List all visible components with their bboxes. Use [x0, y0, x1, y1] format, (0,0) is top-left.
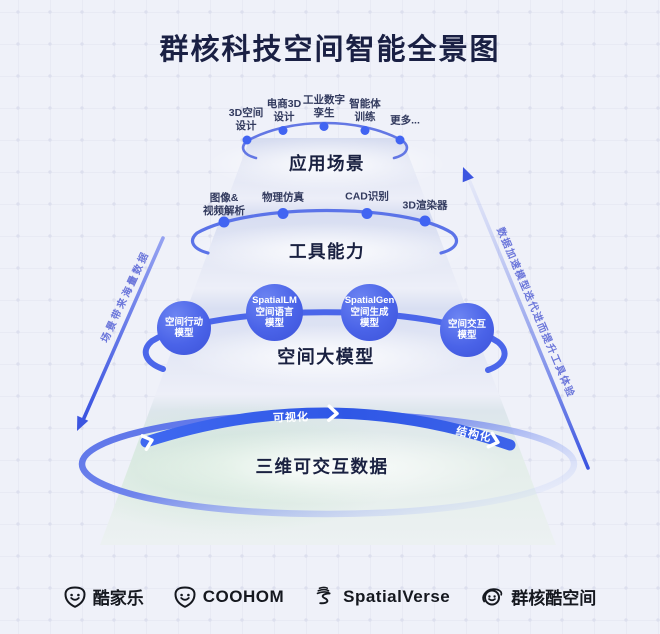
brand-kujiale-label: 酷家乐	[92, 589, 144, 608]
chevron-middle	[327, 404, 339, 423]
chevron-right	[486, 431, 500, 449]
tool-item-image-video: 图像& 视频解析	[203, 191, 245, 217]
footer-brands: 酷家乐 COOHOM SpatialVerse	[0, 584, 660, 609]
dot-physics-sim	[277, 208, 289, 219]
left-arrowhead	[77, 415, 89, 431]
band-models: 空间大模型	[277, 347, 375, 367]
dot-image-video	[218, 216, 230, 228]
tool-item-physics-sim: 物理仿真	[262, 191, 304, 204]
app-item-3d-space-design: 3D空间 设计	[228, 106, 264, 132]
dot-3d-renderer	[419, 215, 431, 227]
arc-applications	[241, 121, 409, 160]
dot-cad	[361, 208, 373, 219]
chevron-left	[140, 434, 154, 451]
right-arrow	[462, 167, 590, 470]
spatialverse-wave-icon	[316, 586, 331, 604]
app-item-agent-training: 智能体 训练	[349, 97, 381, 123]
dot-3d-space-design	[242, 135, 252, 145]
brand-qunhe: 群核酷空间	[480, 584, 596, 609]
kujiale-smiley-badge-icon	[64, 586, 86, 608]
dot-more	[395, 135, 405, 145]
band-applications: 应用场景	[289, 153, 365, 174]
glow-models	[176, 325, 476, 387]
right-arrowhead	[462, 167, 474, 183]
band-tools: 工具能力	[289, 241, 365, 262]
glow-data	[132, 430, 512, 504]
dot-industrial-twin	[319, 122, 329, 131]
glow-tools	[187, 223, 467, 279]
dot-ecommerce-3d	[278, 126, 288, 135]
band-data: 三维可交互数据	[255, 456, 389, 477]
dot-agent-training	[360, 126, 370, 135]
model-spatial-interaction: 空间交互 模型	[440, 303, 494, 357]
tag-visualized: 可视化	[272, 411, 310, 425]
model-spatial-action: 空间行动 模型	[157, 301, 211, 355]
data-flow-band	[140, 407, 516, 451]
app-item-ecommerce-3d: 电商3D 设计	[266, 97, 302, 123]
brand-coohom-label: COOHOM	[202, 586, 285, 606]
arc-tools	[190, 208, 459, 255]
brand-coohom: COOHOM	[174, 586, 284, 608]
brand-spatialverse: SpatialVerse	[314, 586, 450, 608]
model-spatialgen: SpatialGen 空间生成 模型	[341, 284, 398, 341]
page-title: 群核科技空间智能全景图	[159, 34, 501, 66]
arc-models	[142, 309, 508, 373]
tool-item-3d-renderer: 3D渲染器	[402, 199, 448, 212]
qunhe-orbit-smiley-icon	[482, 587, 503, 605]
tool-item-cad: CAD识别	[345, 190, 389, 203]
brand-kujiale: 酷家乐	[64, 584, 144, 609]
model-spatiallm: SpatialLM 空间语言 模型	[246, 284, 303, 341]
app-item-more: 更多...	[390, 114, 420, 127]
left-arrow	[77, 236, 165, 431]
app-item-industrial-twin: 工业数字 孪生	[303, 93, 345, 119]
brand-spatialverse-label: SpatialVerse	[343, 586, 451, 606]
brand-qunhe-label: 群核酷空间	[511, 589, 597, 608]
coohom-smiley-badge-icon	[174, 586, 196, 608]
